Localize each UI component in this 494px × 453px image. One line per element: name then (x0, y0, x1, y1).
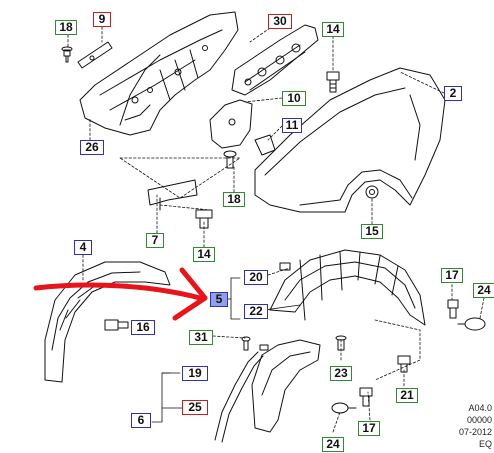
callout-part-11: 11 (282, 118, 302, 133)
clip-part-21 (397, 355, 411, 373)
fender-part-2 (254, 67, 446, 213)
clip-part-11 (254, 134, 276, 156)
screw-part-31 (241, 336, 269, 351)
callout-part-24: 24 (473, 283, 494, 298)
callout-part-26: 26 (80, 140, 104, 155)
apron-assembly (79, 11, 239, 136)
callout-part-14: 14 (193, 247, 215, 262)
callout-part-23: 23 (330, 366, 352, 381)
bracket-part-7 (147, 179, 198, 211)
callout-part-19: 19 (182, 366, 208, 381)
callout-part-16: 16 (131, 320, 155, 335)
callout-part-22: 22 (244, 304, 268, 319)
clip-part-23 (335, 335, 347, 351)
seal-part-19-25 (214, 351, 264, 443)
callout-part-10: 10 (282, 91, 306, 106)
callout-part-25: 25 (182, 400, 208, 415)
callout-part-18: 18 (223, 192, 245, 207)
doc-code-line-1: A04.0 (468, 403, 492, 413)
clip-part-20 (279, 262, 291, 271)
callout-part-2: 2 (444, 86, 462, 101)
annotation-arrow (33, 267, 208, 321)
callout-part-21: 21 (396, 388, 418, 403)
rail-part-30 (231, 24, 319, 96)
doc-code-line-3: 07-2012 (458, 427, 492, 437)
clip-part-24-right (457, 317, 486, 331)
bolt-part-18-mid (223, 150, 237, 169)
callout-part-17: 17 (358, 421, 380, 436)
clip-part-24-bottom (331, 402, 357, 414)
callout-part-7: 7 (146, 233, 164, 248)
wheel-liner-part-5 (269, 249, 426, 326)
bolt-part-17-bottom (359, 387, 373, 407)
callout-part-5: 5 (210, 292, 228, 307)
bolt-part-14-mid (195, 209, 213, 229)
bolt-part-18-top (61, 46, 73, 63)
callout-part-4: 4 (74, 240, 92, 255)
callout-part-14: 14 (322, 22, 344, 37)
doc-code-line-4: EQ (478, 439, 492, 449)
nut-part-15 (365, 185, 379, 199)
callout-part-6: 6 (131, 413, 151, 428)
bolt-part-17-right (447, 299, 459, 319)
callout-part-30: 30 (268, 14, 292, 29)
callout-part-17: 17 (441, 268, 463, 283)
callout-part-31: 31 (189, 330, 213, 345)
callout-part-24: 24 (322, 437, 344, 452)
callout-part-20: 20 (244, 270, 268, 285)
callout-part-9: 9 (93, 12, 111, 27)
leader-lines (67, 26, 485, 433)
doc-code-line-2: 00000 (466, 415, 492, 425)
callout-part-18: 18 (55, 20, 77, 35)
bolt-part-16 (104, 319, 129, 331)
bracket-part-10 (209, 99, 253, 149)
bracket-part-9 (77, 41, 113, 69)
callout-part-15: 15 (361, 224, 383, 239)
splash-shield-part-6 (251, 339, 321, 433)
bolt-part-14-top (326, 71, 340, 93)
